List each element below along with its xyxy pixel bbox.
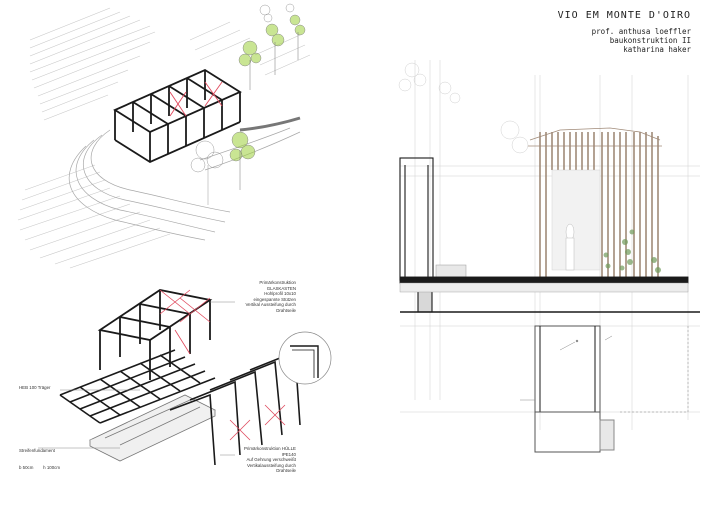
subtitle-professor: prof. anthusa loeffler [591, 27, 691, 36]
section-roof [528, 127, 662, 147]
label-line: Streifenfundament [19, 448, 55, 454]
label-line: Vertikal Aussteifung durch Drahtseile [245, 302, 296, 313]
section-glazing [551, 169, 601, 271]
label-line: b 50cm h 100cm [19, 464, 60, 470]
label-line: eingespannte Stützen [253, 296, 296, 302]
label-line: Primärkonstruktion GLASKASTEN [259, 280, 296, 291]
label-line: Auf Gehrung verschweißt [246, 457, 296, 463]
tree-icon [190, 3, 295, 205]
label-heb: HEB 100 Träger [19, 385, 50, 390]
subtitle-course: baukonstruktion II [609, 36, 691, 45]
terrain-contours [68, 127, 301, 241]
frame-exploded-top [97, 289, 213, 380]
subtitle-author: katharina haker [623, 45, 691, 54]
vineyard-rows [17, 7, 311, 269]
frame-isometric [113, 68, 242, 164]
bracing-isometric [169, 81, 223, 117]
foundation [89, 394, 216, 462]
tree-sketches [190, 3, 306, 205]
label-primary-glass: Primärkonstruktion GLASKASTEN Hohlprofil… [236, 280, 296, 314]
detail-circle [278, 331, 332, 385]
title-block: VIO EM MONTE D'OIRO prof. anthusa loeffl… [558, 10, 691, 54]
section-gridlines [400, 60, 700, 430]
label-line: IPE140 [281, 451, 296, 457]
plan-view [534, 325, 615, 453]
tree-icon [229, 14, 306, 190]
label-foundation: Streifenfundament b 50cm h 100cm [19, 437, 60, 482]
poster-title: VIO EM MONTE D'OIRO [557, 10, 691, 21]
plan-dimensions [520, 335, 613, 401]
label-line: Vertikalaussteifung durch Drahtseile [246, 462, 296, 474]
label-line: Hohlprofil 10x10 [264, 291, 296, 297]
dashed-line [620, 326, 689, 413]
tree-icon [398, 62, 529, 154]
beam-grid [59, 349, 216, 424]
leader-lines [38, 301, 235, 456]
bracing-shell [229, 404, 286, 441]
label-primary-shell: Primärkonstruktion HÜLLE IPE140 Auf Gehr… [236, 446, 296, 474]
label-line: HEB 100 Träger [19, 385, 51, 390]
person-silhouette [565, 223, 575, 271]
section-slats [539, 132, 659, 278]
section-ground [399, 276, 700, 313]
label-line: Primärkonstruktion HÜLLE [244, 446, 296, 451]
bracing-exploded [159, 289, 211, 355]
path-road [239, 116, 301, 132]
climbing-plants [603, 229, 661, 273]
section-bench [435, 264, 467, 278]
